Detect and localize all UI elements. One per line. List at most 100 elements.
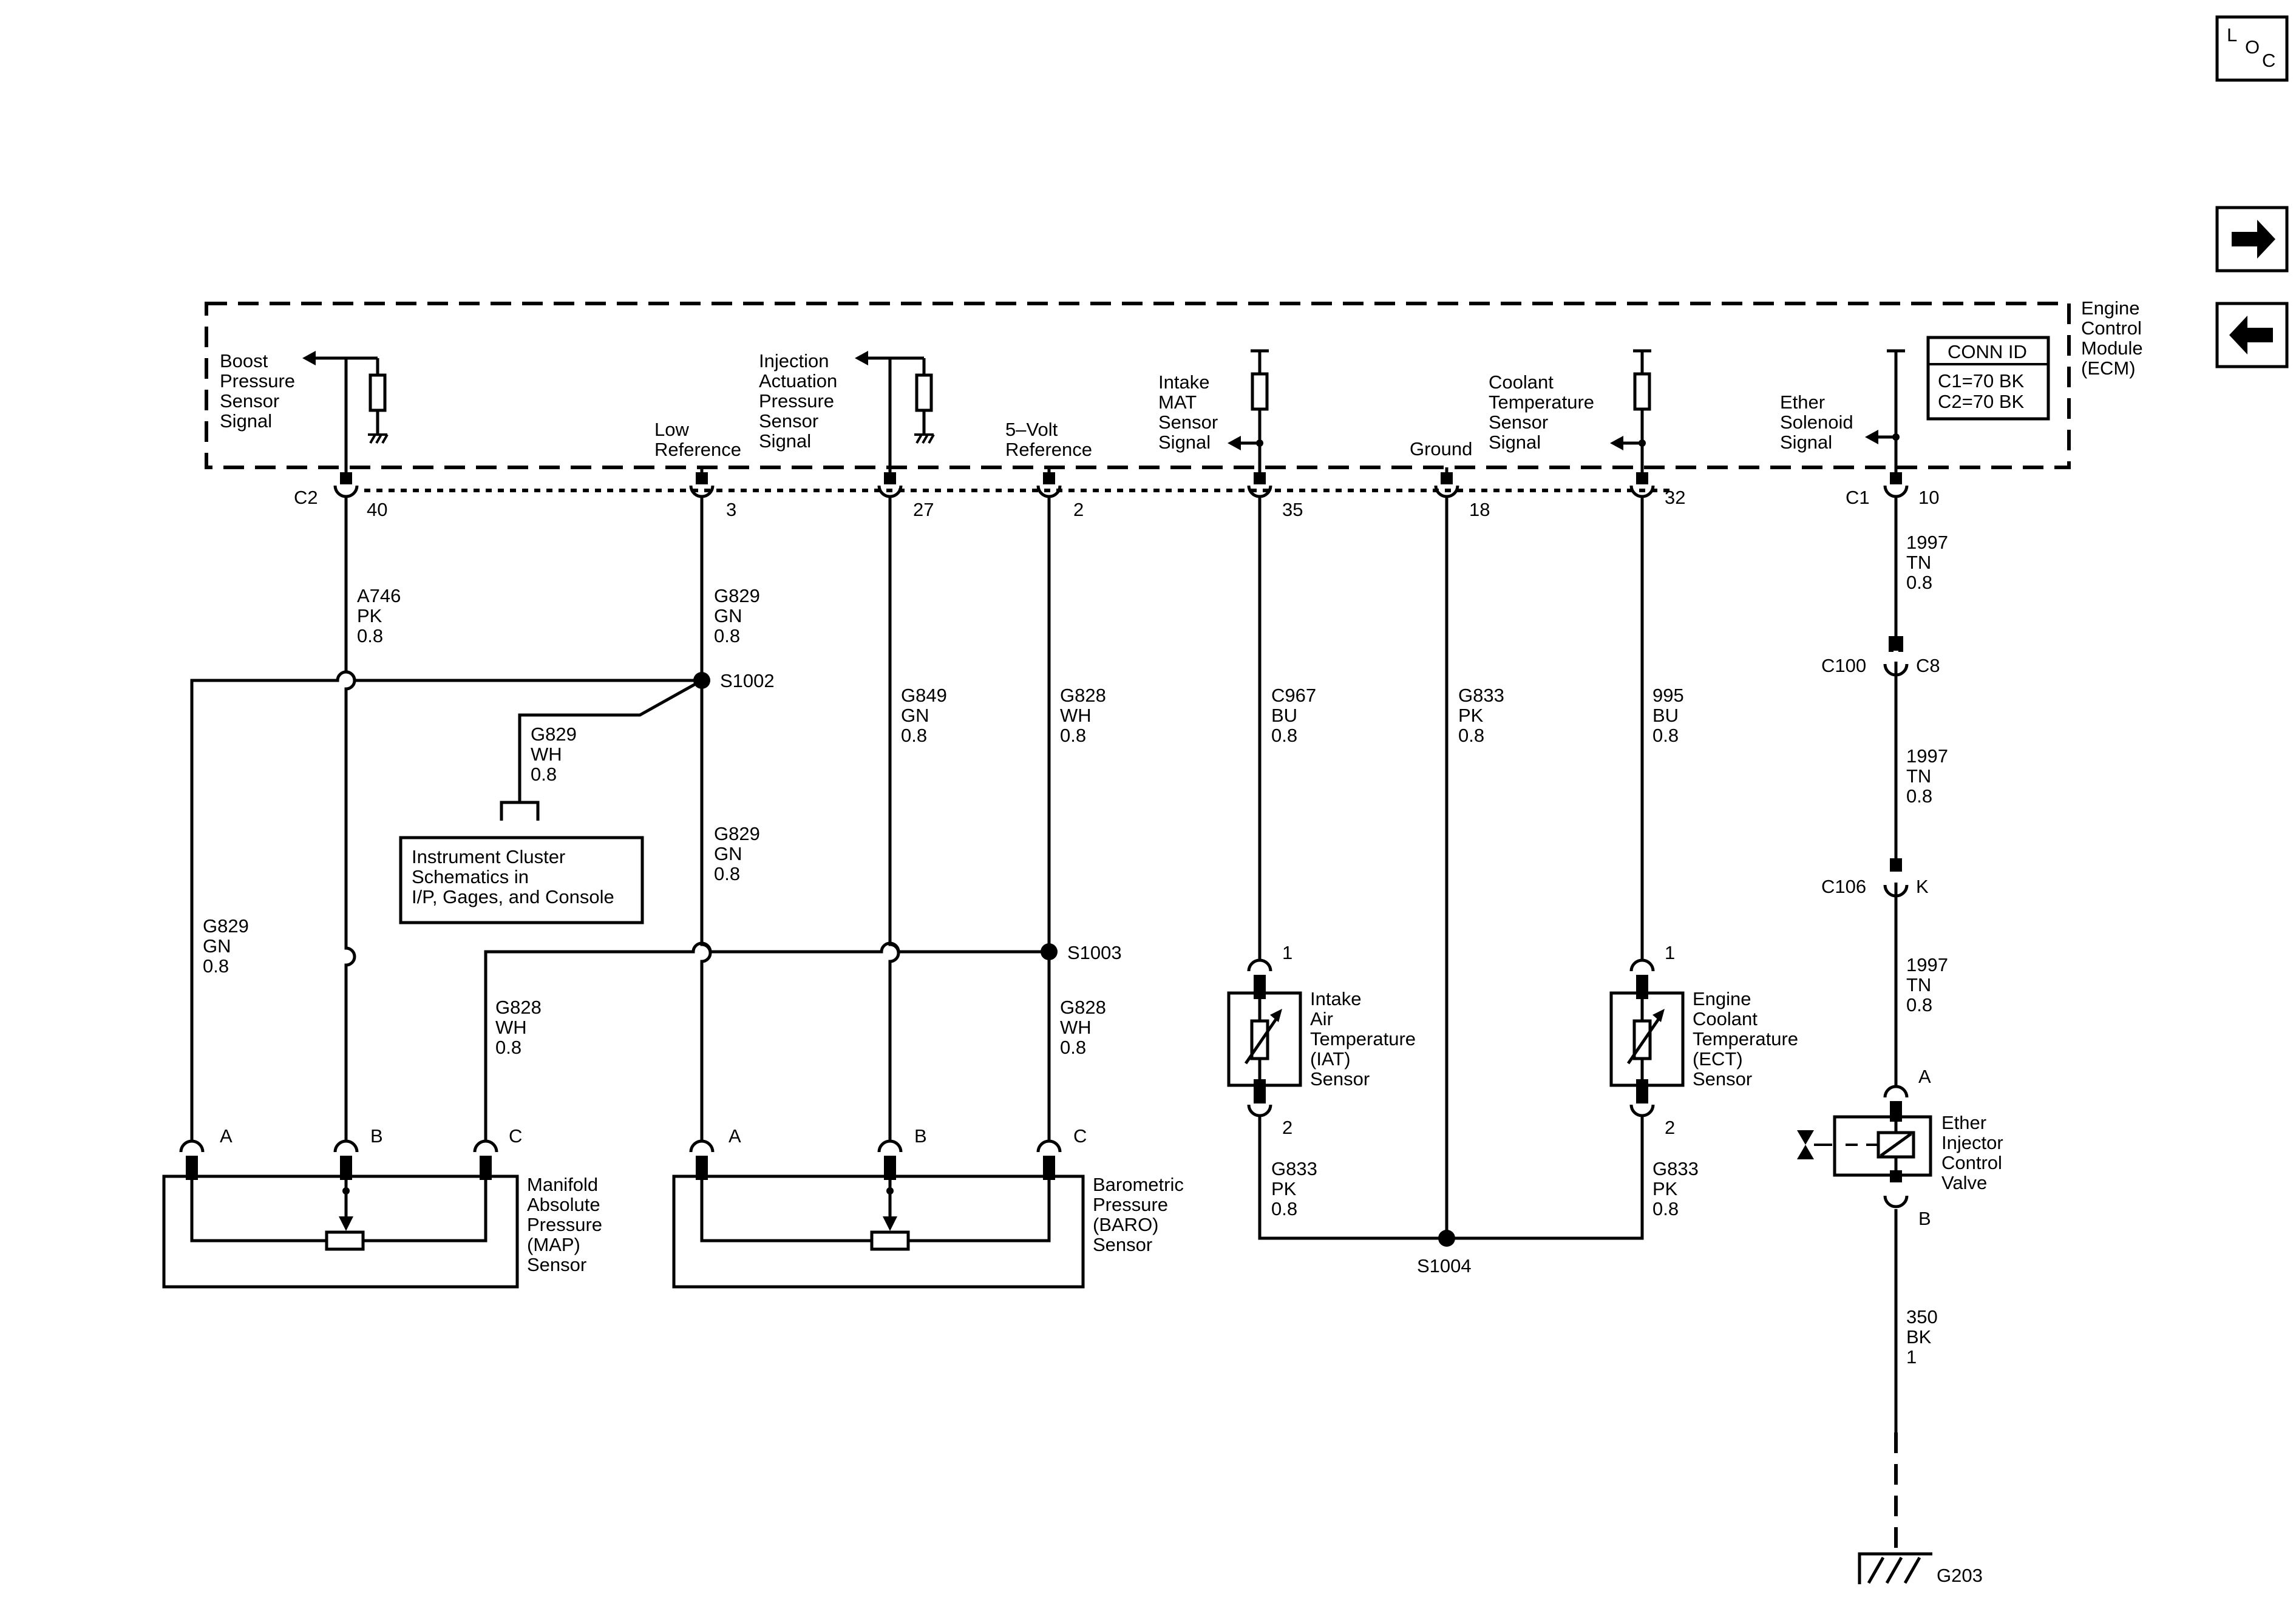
- wire-label-g849: G849 GN 0.8: [901, 685, 947, 746]
- svg-text:1997: 1997: [1906, 954, 1948, 975]
- svg-text:Signal: Signal: [1780, 432, 1832, 453]
- svg-text:Signal: Signal: [1158, 432, 1211, 453]
- svg-text:Ether: Ether: [1780, 392, 1825, 413]
- svg-text:Low: Low: [654, 419, 689, 440]
- instrument-cluster-reference[interactable]: Instrument Cluster Schematics in I/P, Ga…: [399, 836, 644, 924]
- ground-g203-icon: [1858, 1552, 1932, 1584]
- svg-text:Reference: Reference: [1005, 439, 1092, 460]
- boost-pressure-signal-label: Boost Pressure Sensor Signal: [220, 350, 295, 432]
- svg-text:0.8: 0.8: [1906, 994, 1932, 1015]
- splice-s1003: [1041, 943, 1058, 960]
- pin-10: 10: [1918, 487, 1939, 508]
- wire-label-a746: A746 PK 0.8: [357, 585, 401, 646]
- svg-text:350: 350: [1906, 1306, 1938, 1327]
- cluster-connector: [500, 801, 540, 821]
- svg-text:1997: 1997: [1906, 532, 1948, 553]
- svg-text:Temperature: Temperature: [1489, 392, 1594, 413]
- wire-label-g833-mid: G833 PK 0.8: [1458, 685, 1504, 746]
- pin-18: 18: [1469, 499, 1490, 520]
- connector-k-label: K: [1916, 876, 1929, 897]
- svg-text:Control: Control: [1941, 1152, 2002, 1173]
- svg-text:BK: BK: [1906, 1326, 1932, 1348]
- baro-sensor-label: Barometric Pressure (BARO) Sensor: [1093, 1174, 1184, 1255]
- connector-c2: C2: [294, 487, 318, 508]
- svg-text:1: 1: [1906, 1346, 1917, 1368]
- svg-text:G833: G833: [1458, 685, 1504, 706]
- ect-sensor-label: Engine Coolant Temperature (ECT) Sensor: [1693, 988, 1798, 1090]
- svg-text:Engine: Engine: [2081, 297, 2140, 319]
- wire-g828-to-map: [484, 941, 1049, 1141]
- map-sensor: [162, 1139, 519, 1289]
- svg-text:0.8: 0.8: [1271, 1198, 1297, 1219]
- svg-text:Sensor: Sensor: [759, 410, 818, 432]
- svg-text:0.8: 0.8: [714, 625, 740, 646]
- svg-text:Temperature: Temperature: [1310, 1028, 1416, 1049]
- wire-label-g828-left: G828 WH 0.8: [495, 997, 542, 1058]
- pin-35: 35: [1282, 499, 1303, 520]
- svg-text:C2=70 BK: C2=70 BK: [1938, 391, 2025, 412]
- wire-label-g829-top: G829 GN 0.8: [714, 585, 760, 646]
- ether-injector-valve: [1797, 1085, 1932, 1209]
- svg-text:BU: BU: [1652, 705, 1679, 726]
- svg-text:G829: G829: [714, 585, 760, 606]
- injection-pressure-signal-label: Injection Actuation Pressure Sensor Sign…: [759, 350, 837, 452]
- splice-s1003-label: S1003: [1067, 942, 1122, 963]
- svg-text:PK: PK: [1652, 1178, 1678, 1199]
- svg-text:Module: Module: [2081, 337, 2143, 359]
- svg-text:0.8: 0.8: [1060, 725, 1086, 746]
- svg-text:Signal: Signal: [1489, 432, 1541, 453]
- svg-text:G829: G829: [531, 724, 577, 745]
- connector-c1: C1: [1846, 487, 1870, 508]
- svg-text:WH: WH: [531, 744, 562, 765]
- svg-text:Sensor: Sensor: [527, 1254, 586, 1275]
- svg-text:PK: PK: [1458, 705, 1484, 726]
- svg-text:I/P, Gages, and Console: I/P, Gages, and Console: [412, 886, 614, 907]
- svg-text:995: 995: [1652, 685, 1684, 706]
- svg-text:0.8: 0.8: [1906, 785, 1932, 807]
- svg-text:0.8: 0.8: [1458, 725, 1484, 746]
- coolant-internal-circuit: [1610, 349, 1651, 472]
- svg-text:Ether: Ether: [1941, 1112, 1986, 1133]
- map-terminal-b: B: [370, 1125, 383, 1147]
- five-volt-reference-label: 5–Volt Reference: [1005, 419, 1092, 460]
- loc-letter-c: C: [2262, 50, 2275, 71]
- svg-text:Barometric: Barometric: [1093, 1174, 1184, 1195]
- intake-mat-internal-circuit: [1228, 349, 1269, 472]
- svg-text:G829: G829: [203, 915, 249, 937]
- loc-button[interactable]: L O C: [2215, 15, 2289, 82]
- svg-text:PK: PK: [1271, 1178, 1297, 1199]
- ether-valve-label: Ether Injector Control Valve: [1941, 1112, 2003, 1193]
- svg-text:C1=70 BK: C1=70 BK: [1938, 370, 2025, 392]
- wire-label-g833-iat: G833 PK 0.8: [1271, 1158, 1317, 1219]
- baro-terminal-c: C: [1073, 1125, 1087, 1147]
- splice-s1002-label: S1002: [720, 670, 775, 691]
- connector-c106-label: C106: [1821, 876, 1866, 897]
- ecm-boundary: [205, 302, 2071, 469]
- svg-text:0.8: 0.8: [1652, 1198, 1679, 1219]
- svg-text:G833: G833: [1652, 1158, 1699, 1179]
- wire-label-1997-c: 1997 TN 0.8: [1906, 954, 1948, 1015]
- svg-text:WH: WH: [1060, 705, 1092, 726]
- svg-text:GN: GN: [901, 705, 929, 726]
- svg-text:0.8: 0.8: [1271, 725, 1297, 746]
- ect-terminal-2: 2: [1665, 1117, 1675, 1138]
- next-page-button[interactable]: [2215, 206, 2289, 273]
- wire-label-g829-left: G829 GN 0.8: [203, 915, 249, 977]
- iat-terminal-1: 1: [1282, 942, 1292, 963]
- injection-internal-circuit: [855, 351, 935, 472]
- prev-page-button[interactable]: [2215, 302, 2289, 368]
- intake-mat-signal-label: Intake MAT Sensor Signal: [1158, 371, 1218, 453]
- svg-text:WH: WH: [495, 1017, 527, 1038]
- svg-text:0.8: 0.8: [531, 764, 557, 785]
- arrow-left-icon: [2229, 316, 2273, 354]
- svg-text:Signal: Signal: [220, 410, 272, 432]
- svg-text:Sensor: Sensor: [1158, 412, 1218, 433]
- svg-text:0.8: 0.8: [1060, 1037, 1086, 1058]
- svg-text:A746: A746: [357, 585, 401, 606]
- svg-text:Coolant: Coolant: [1489, 371, 1554, 393]
- wire-label-350: 350 BK 1: [1906, 1306, 1938, 1368]
- splice-s1004-label: S1004: [1417, 1255, 1472, 1276]
- iat-sensor-label: Intake Air Temperature (IAT) Sensor: [1310, 988, 1416, 1090]
- wire-g829-to-map: [190, 670, 702, 1141]
- svg-text:Engine: Engine: [1693, 988, 1751, 1009]
